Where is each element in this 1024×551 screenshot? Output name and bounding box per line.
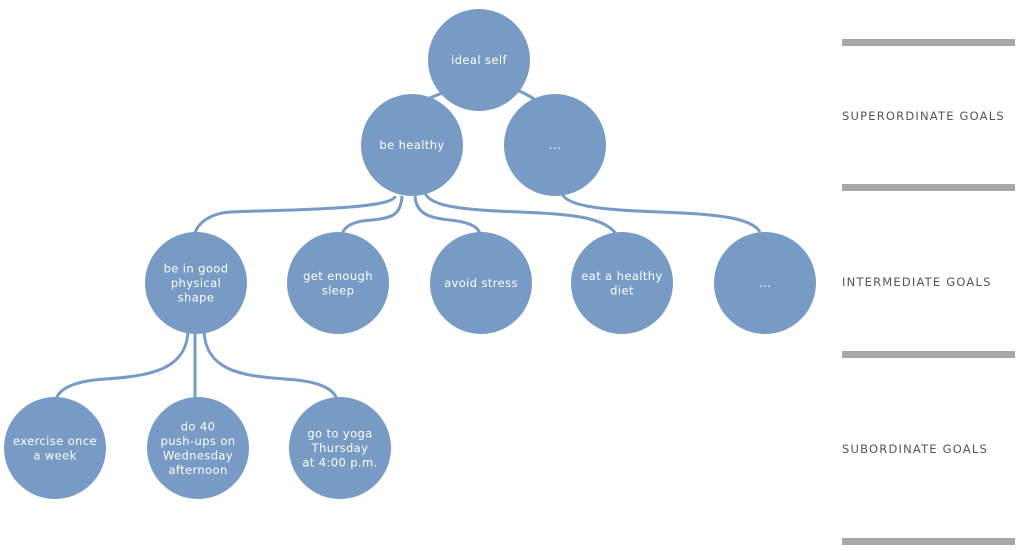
svg-text:ideal self: ideal self <box>451 53 507 67</box>
edge-physical-to-yoga <box>202 329 339 401</box>
goal-node-label-line: push-ups on <box>161 434 236 448</box>
goal-node-avoid-stress: avoid stress <box>430 232 532 334</box>
goal-node-label-line: sleep <box>322 283 355 297</box>
goal-node-label-line: get enough <box>303 269 373 283</box>
goal-node-label-line: do 40 <box>181 419 216 433</box>
goal-node-label-line: a week <box>33 448 76 462</box>
level-label-superordinate: SUPERORDINATE GOALS <box>842 109 1005 123</box>
edge-healthy-to-diet <box>423 192 618 235</box>
goal-node-label-line: at 4:00 p.m. <box>302 456 377 470</box>
goal-node-super-other: ... <box>504 94 606 196</box>
goal-node-label-line: ideal self <box>451 53 507 67</box>
goal-node-inter-other: ... <box>714 232 816 334</box>
goal-node-ideal-self: ideal self <box>428 9 530 111</box>
goal-node-label-line: be healthy <box>379 138 444 152</box>
goal-node-label-line: Wednesday <box>163 448 233 462</box>
edge-super-other-to-inter-other <box>560 193 762 233</box>
goal-node-label-line: afternoon <box>168 463 227 477</box>
goal-node-label-line: ... <box>549 138 561 152</box>
edge-healthy-to-stress <box>413 195 482 235</box>
edge-physical-to-exercise <box>53 329 190 403</box>
goal-node-label-line: be in good <box>164 262 229 276</box>
level-label-intermediate: INTERMEDIATE GOALS <box>842 275 992 289</box>
goal-node-label-line: go to yoga <box>307 427 372 441</box>
goal-node-label-line: Thursday <box>311 441 369 455</box>
goal-node-label-line: physical <box>171 276 221 290</box>
goal-node-be-healthy: be healthy <box>361 94 463 196</box>
goal-node-label-line: shape <box>178 291 215 305</box>
goal-node-label-line: eat a healthy <box>581 269 662 283</box>
svg-text:...: ... <box>759 276 771 290</box>
level-divider-inter-sub <box>842 351 1015 358</box>
level-divider-top <box>842 39 1015 46</box>
edge-healthy-to-physical <box>192 195 397 237</box>
goal-node-label-line: exercise once <box>13 434 97 448</box>
svg-text:avoid stress: avoid stress <box>444 276 518 290</box>
connectors <box>53 86 762 403</box>
goal-node-label-line: avoid stress <box>444 276 518 290</box>
svg-text:...: ... <box>549 138 561 152</box>
level-divider-super-inter <box>842 184 1015 191</box>
goal-node-label-line: ... <box>759 276 771 290</box>
level-divider-bottom <box>842 538 1015 545</box>
edge-healthy-to-sleep <box>340 195 404 235</box>
goal-node-label-line: diet <box>610 283 634 297</box>
level-label-subordinate: SUBORDINATE GOALS <box>842 442 988 456</box>
svg-text:be healthy: be healthy <box>379 138 444 152</box>
